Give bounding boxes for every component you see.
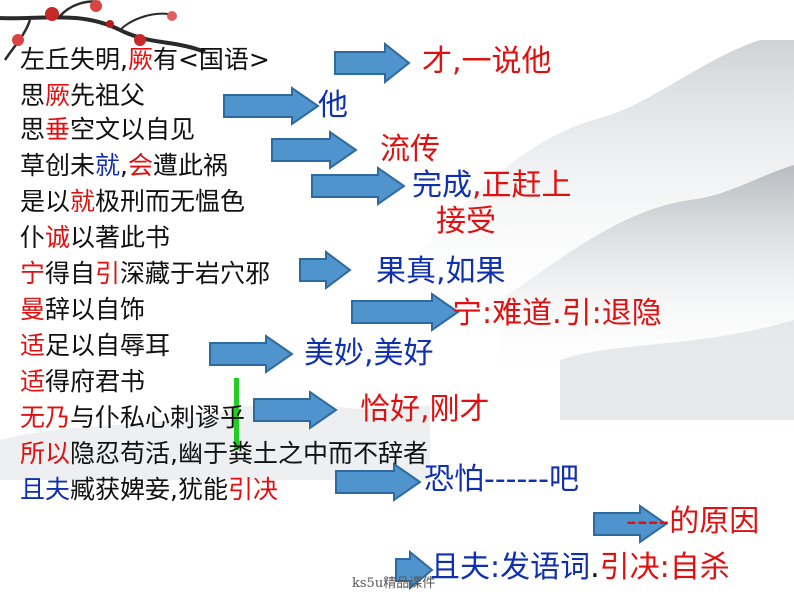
- source-line-segment: 是以: [20, 187, 71, 216]
- explanation-segment: 果真,如果: [376, 254, 506, 289]
- source-line: 草创未就,会遭此祸: [20, 150, 228, 182]
- explanation-segment: 完成: [412, 168, 472, 203]
- source-line: 宁得自引深藏于岩穴邪: [20, 258, 270, 290]
- source-line: 思垂空文以自见: [20, 114, 195, 146]
- explanation: 恐怕------吧: [424, 462, 579, 498]
- explanation: 流传: [380, 132, 440, 168]
- explanation: 美妙,美好: [304, 336, 434, 372]
- source-line: 无乃与仆私心刺谬乎: [20, 402, 245, 434]
- source-line-segment: 引: [95, 259, 121, 288]
- source-line: 左丘失明,厥有<国语>: [20, 44, 270, 76]
- explanation-segment: 才,一说他: [422, 44, 552, 79]
- explanation-segment: 他: [318, 88, 348, 123]
- explanation-segment: 且夫:发语词: [430, 550, 591, 585]
- plum-branch-icon: [0, 0, 206, 61]
- arrow-5-icon: [299, 250, 352, 290]
- source-line-segment: 会: [127, 151, 153, 180]
- explanation-segment: 宁:难道.引:退隐: [452, 296, 662, 331]
- explanation-segment: 引决:自杀: [599, 550, 730, 585]
- source-line-segment: 臧获婢妾,犹能: [70, 475, 228, 504]
- explanation-segment: 恐怕------吧: [424, 462, 579, 497]
- arrow-3-icon: [271, 130, 358, 170]
- explanation-segment: .: [590, 550, 600, 585]
- source-line-segment: 诚: [45, 223, 71, 252]
- source-line-segment: 极刑而无愠色: [95, 187, 246, 216]
- arrow-9-icon: [335, 462, 422, 502]
- explanation: 完成,正赶上: [412, 168, 572, 204]
- source-line-segment: 且夫: [20, 475, 71, 504]
- arrow-2-icon: [223, 86, 320, 126]
- source-line: 仆诚以著此书: [20, 222, 170, 254]
- green-marker: [234, 378, 239, 450]
- source-line-segment: 与仆私心刺谬乎: [70, 403, 246, 432]
- source-line-segment: 草创未: [20, 151, 96, 180]
- source-line-segment: 深藏于岩穴邪: [120, 259, 271, 288]
- explanation: 恰好,刚才: [360, 392, 490, 428]
- explanation-segment: 接受: [436, 204, 496, 239]
- explanation-segment: 流传: [380, 132, 440, 167]
- arrow-7-icon: [209, 334, 294, 374]
- explanation-segment: 恰好,刚才: [360, 392, 490, 427]
- source-line-segment: 以著此书: [70, 223, 171, 252]
- source-line-segment: 空文以自见: [70, 115, 196, 144]
- explanation: 且夫:发语词.引决:自杀: [430, 550, 730, 586]
- footer-watermark: ks5u精品课件: [352, 576, 436, 591]
- source-line: 所以隐忍苟活,幽于粪土之中而不辞者: [20, 438, 428, 470]
- explanation: ----的原因: [626, 504, 759, 540]
- source-line-segment: 厥: [127, 45, 153, 74]
- source-line-segment: 适: [20, 331, 46, 360]
- source-line: 曼辞以自饰: [20, 294, 145, 326]
- source-line-segment: 得府君书: [45, 367, 146, 396]
- source-line-segment: 就: [70, 187, 96, 216]
- explanation: 才,一说他: [422, 44, 552, 80]
- source-line-segment: 得自: [45, 259, 96, 288]
- explanation: 他: [318, 88, 348, 124]
- source-line: 思厥先祖父: [20, 80, 145, 112]
- source-line: 适得府君书: [20, 366, 145, 398]
- source-line: 是以就极刑而无愠色: [20, 186, 245, 218]
- source-line-segment: 厥: [45, 81, 71, 110]
- explanation: 接受: [436, 204, 496, 240]
- arrow-11-icon: [395, 550, 434, 590]
- source-line: 适足以自辱耳: [20, 330, 170, 362]
- arrow-1-icon: [334, 42, 411, 84]
- source-line-segment: 就: [95, 151, 121, 180]
- explanation-segment: 美妙,美好: [304, 336, 434, 371]
- source-line-segment: 引决: [227, 475, 278, 504]
- source-line-segment: 思: [20, 115, 46, 144]
- source-line-segment: 左丘失明,: [20, 45, 128, 74]
- source-line-segment: 隐忍苟活,幽于粪土之中而不辞者: [70, 439, 428, 468]
- source-line-segment: 先祖父: [70, 81, 146, 110]
- source-line-segment: 足以自辱耳: [45, 331, 171, 360]
- arrow-4-icon: [311, 166, 406, 206]
- source-line-segment: 宁: [20, 259, 46, 288]
- source-line-segment: 仆: [20, 223, 46, 252]
- source-line-segment: ,: [120, 151, 128, 180]
- explanation: 宁:难道.引:退隐: [452, 296, 662, 332]
- arrow-10-icon: [593, 504, 668, 544]
- source-line: 且夫臧获婢妾,犹能引决: [20, 474, 278, 506]
- source-line-segment: 无乃: [20, 403, 71, 432]
- source-line-segment: 垂: [45, 115, 71, 144]
- source-line-segment: 有<国语>: [152, 45, 270, 74]
- source-line-segment: 思: [20, 81, 46, 110]
- arrow-8-icon: [253, 390, 338, 430]
- explanation-segment: ----的原因: [626, 504, 760, 539]
- source-line-segment: 所以: [20, 439, 71, 468]
- source-line-segment: 适: [20, 367, 46, 396]
- source-line-segment: 辞以自饰: [45, 295, 146, 324]
- source-line-segment: 曼: [20, 295, 46, 324]
- explanation: 果真,如果: [376, 254, 506, 290]
- explanation-segment: ,正赶上: [472, 168, 572, 203]
- source-line-segment: 遭此祸: [153, 151, 229, 180]
- arrow-6-icon: [351, 292, 460, 332]
